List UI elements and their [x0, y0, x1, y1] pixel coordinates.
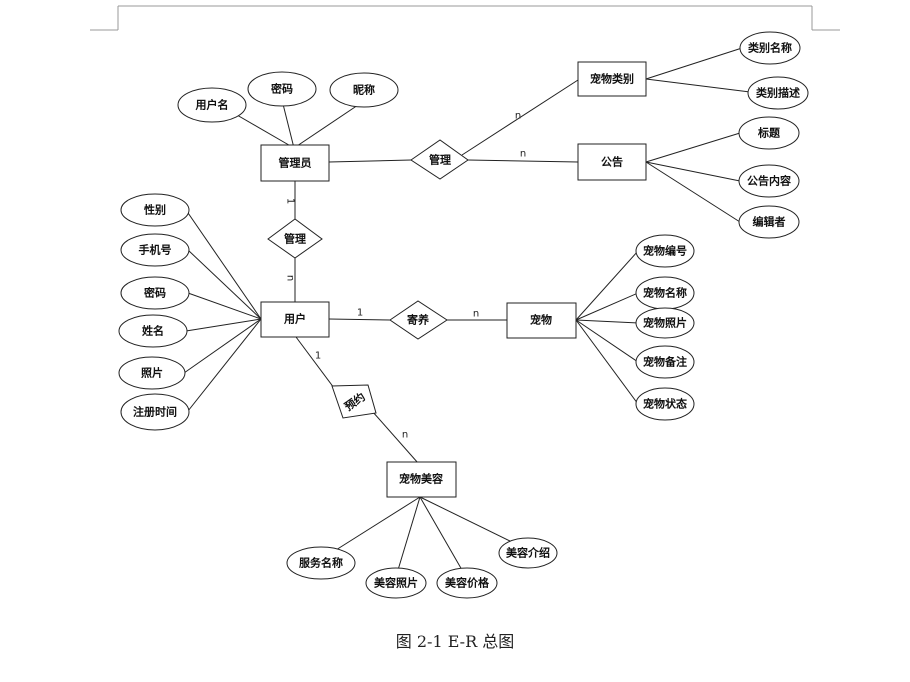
attribute-user-password: 密码: [120, 276, 190, 310]
svg-text:公告内容: 公告内容: [747, 174, 791, 188]
attribute-beauty-price: 美容价格: [436, 567, 498, 599]
attribute-user-register-time: 注册时间: [120, 393, 190, 431]
relationship-manage-left-label: 管理: [284, 232, 306, 246]
svg-text:照片: 照片: [141, 366, 163, 380]
relationship-reserve: 预约: [331, 384, 377, 419]
entity-admin-label: 管理员: [279, 156, 312, 170]
attribute-notice-title: 标题: [738, 116, 800, 150]
relationship-manage-top: 管理: [410, 139, 469, 180]
attribute-pet-status: 宠物状态: [635, 387, 695, 421]
svg-text:宠物状态: 宠物状态: [643, 397, 687, 411]
attribute-category-name: 类别名称: [739, 31, 801, 65]
attribute-user-name: 姓名: [118, 314, 188, 348]
figure-caption: 图 2-1 E-R 总图: [395, 632, 515, 651]
svg-text:美容价格: 美容价格: [445, 576, 490, 590]
cardinality-foster-pet: n: [473, 309, 479, 320]
entity-pet-category-label: 宠物类别: [590, 72, 634, 86]
connectors: [183, 47, 751, 571]
attribute-admin-nickname: 昵称: [329, 72, 399, 108]
entity-notice-label: 公告: [601, 155, 623, 169]
entity-pet: 宠物: [506, 302, 577, 339]
relationship-foster-label: 寄养: [407, 313, 430, 327]
cardinality-user-foster: 1: [357, 308, 363, 319]
attribute-notice-editor: 编辑者: [738, 205, 800, 239]
attribute-beauty-intro: 美容介绍: [498, 537, 558, 569]
svg-text:手机号: 手机号: [139, 243, 172, 257]
entity-pet-label: 宠物: [530, 313, 552, 327]
svg-text:宠物编号: 宠物编号: [643, 244, 687, 258]
attribute-user-phone: 手机号: [120, 233, 190, 267]
cardinality-reserve-beauty: n: [402, 430, 408, 441]
svg-text:昵称: 昵称: [353, 83, 375, 97]
cardinality-manage-user: n: [285, 275, 296, 281]
entity-notice: 公告: [577, 143, 647, 181]
entity-admin: 管理员: [260, 144, 330, 182]
svg-text:宠物名称: 宠物名称: [643, 286, 687, 300]
svg-text:服务名称: 服务名称: [299, 556, 343, 570]
attribute-admin-username: 用户名: [177, 87, 247, 123]
attribute-beauty-photo: 美容照片: [365, 567, 427, 599]
relationship-manage-left: 管理: [267, 218, 323, 259]
svg-text:宠物备注: 宠物备注: [643, 355, 687, 369]
svg-text:类别名称: 类别名称: [748, 41, 792, 55]
relationship-manage-top-label: 管理: [429, 153, 451, 167]
cardinality-manage-notice: n: [520, 149, 526, 160]
entity-user-label: 用户: [284, 312, 306, 326]
cardinality-manage-category: n: [515, 111, 521, 122]
entity-pet-beauty: 宠物美容: [386, 461, 457, 498]
entity-user: 用户: [260, 301, 330, 338]
svg-text:标题: 标题: [757, 126, 781, 140]
attribute-pet-photo: 宠物照片: [635, 307, 695, 339]
attribute-beauty-service-name: 服务名称: [286, 546, 356, 580]
attribute-user-photo: 照片: [118, 356, 186, 390]
attribute-notice-content: 公告内容: [738, 164, 800, 198]
svg-text:性别: 性别: [144, 203, 166, 217]
attribute-pet-id: 宠物编号: [635, 234, 695, 268]
attribute-admin-password: 密码: [247, 71, 317, 107]
svg-text:用户名: 用户名: [196, 98, 229, 112]
attribute-user-gender: 性别: [120, 193, 190, 227]
attribute-pet-name: 宠物名称: [635, 276, 695, 310]
attribute-category-desc: 类别描述: [747, 76, 809, 110]
attribute-pet-remark: 宠物备注: [635, 345, 695, 379]
cardinality-user-reserve: 1: [315, 351, 321, 362]
entity-pet-category: 宠物类别: [577, 61, 647, 97]
svg-text:美容介绍: 美容介绍: [506, 546, 550, 560]
entity-pet-beauty-label: 宠物美容: [399, 472, 443, 486]
svg-text:类别描述: 类别描述: [756, 86, 800, 100]
svg-text:美容照片: 美容照片: [374, 576, 418, 590]
page-frame: [90, 5, 840, 31]
svg-text:宠物照片: 宠物照片: [643, 316, 687, 330]
cardinality-admin-manage: 1: [285, 198, 296, 204]
svg-text:密码: 密码: [144, 286, 166, 300]
svg-text:编辑者: 编辑者: [753, 215, 786, 229]
svg-text:姓名: 姓名: [142, 324, 164, 338]
svg-text:密码: 密码: [271, 82, 293, 96]
svg-text:注册时间: 注册时间: [133, 405, 177, 419]
relationship-foster: 寄养: [389, 300, 448, 340]
